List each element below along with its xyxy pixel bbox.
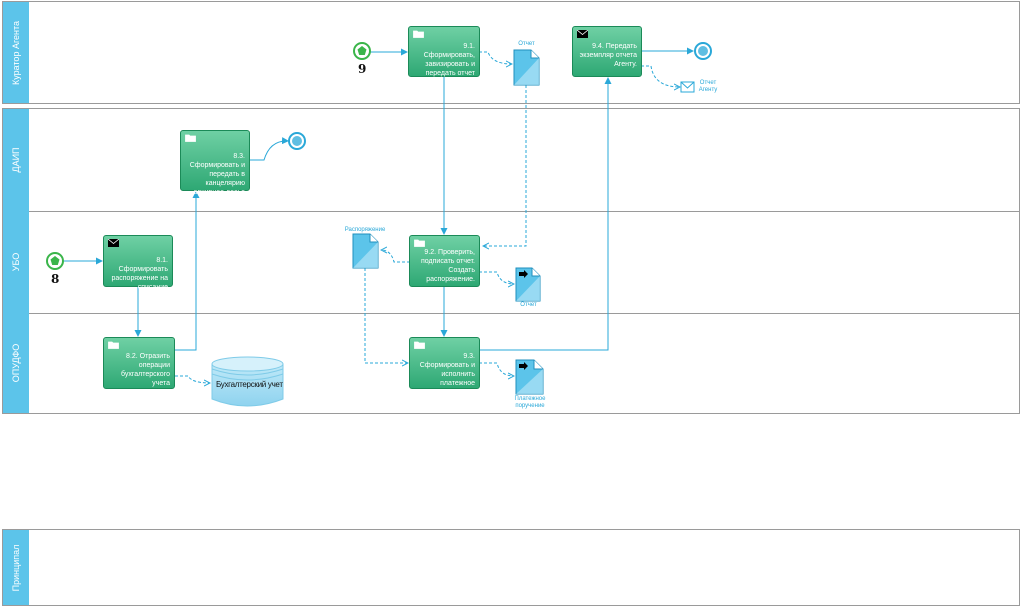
- assoc-t82-db: [175, 375, 210, 383]
- folder-icon: [414, 341, 425, 349]
- lane-header: Принципал: [3, 530, 29, 605]
- start-event-9-number: 9: [358, 62, 367, 76]
- envelope-icon: [577, 30, 588, 38]
- assoc-raspor-t93: [364, 268, 408, 363]
- document-rasporyazhenie-label: Распоряжение: [344, 227, 386, 233]
- envelope-otchet-agentu-label: Отчет Агенту: [698, 80, 718, 93]
- start-event-8[interactable]: [46, 252, 64, 270]
- end-event-kurator[interactable]: [694, 42, 712, 60]
- document-otchet-top-icon: [513, 49, 540, 86]
- task-9-1[interactable]: 9.1. Сформировать, завизировать и переда…: [408, 26, 480, 77]
- task-label: 9.2. Проверить, подписать отчет. Создать…: [421, 249, 475, 283]
- lane-kurator-agenta: Куратор Агента: [2, 1, 1020, 104]
- task-8-2[interactable]: 8.2. Отразить операции бухгалтерского уч…: [103, 337, 175, 389]
- flow-t83-to-end: [250, 137, 289, 161]
- lane-label: ДАИП: [11, 147, 21, 173]
- assoc-t94-msg: [641, 65, 680, 87]
- document-otchet-output-label: Отчет: [520, 302, 537, 308]
- lane-header: Куратор Агента: [3, 2, 29, 103]
- lane-label: Куратор Агента: [11, 20, 21, 85]
- envelope-icon: [108, 239, 119, 247]
- assoc-otchet-t92: [483, 85, 527, 246]
- task-9-4[interactable]: 9.4. Передать экземпляр отчета Агенту.: [572, 26, 642, 77]
- lane-label: ОПУДФО: [11, 343, 21, 383]
- task-8-3[interactable]: 8.3. Сформировать и передать в канцеляри…: [180, 130, 250, 196]
- lane-divider: [29, 211, 1019, 212]
- document-otchet-top-label: Отчет: [518, 41, 535, 47]
- folder-icon: [413, 30, 424, 38]
- lane-divider: [29, 313, 1019, 314]
- folder-icon: [185, 134, 196, 142]
- document-otchet-output-icon: [515, 267, 541, 302]
- end-event-daip[interactable]: [288, 132, 306, 150]
- task-8-1[interactable]: 8.1. Сформировать распоряжение на списан…: [103, 235, 173, 300]
- task-label: 8.3. Сформировать и передать в канцеляри…: [189, 153, 245, 196]
- task-label: 8.2. Отразить операции бухгалтерского уч…: [121, 353, 170, 387]
- start-event-9[interactable]: [353, 42, 371, 60]
- task-label: 9.4. Передать экземпляр отчета Агенту.: [579, 43, 637, 68]
- task-9-3[interactable]: 9.3. Сформировать и исполнить платежное …: [409, 337, 480, 396]
- start-event-8-number: 8: [51, 272, 60, 286]
- folder-icon: [108, 341, 119, 349]
- datastore-buhuchet-icon: [211, 356, 284, 407]
- datastore-buhuchet-label: Бухгалтерский учет: [216, 380, 283, 389]
- assoc-t92-raspor: [381, 250, 410, 263]
- task-label: 8.1. Сформировать распоряжение на списан…: [111, 257, 168, 300]
- lane-header: ОПУДФО: [3, 313, 29, 413]
- document-platezhnoe-label: Платежное поручение: [514, 396, 546, 409]
- document-platezhnoe-icon: [515, 359, 544, 395]
- lane-principal: Принципал: [2, 529, 1020, 606]
- document-rasporyazhenie-icon: [352, 233, 379, 269]
- task-9-2[interactable]: 9.2. Проверить, подписать отчет. Создать…: [409, 235, 480, 287]
- task-label: 9.3. Сформировать и исполнить платежное …: [419, 353, 475, 396]
- lane-label: Принципал: [11, 544, 21, 591]
- assoc-t92-otchet: [479, 271, 514, 284]
- flow-t93-to-t94: [479, 77, 612, 351]
- lane-header: ДАИП: [3, 109, 29, 212]
- lane-header: УБО: [3, 211, 29, 314]
- lane-label: УБО: [11, 252, 21, 272]
- flow-t82-to-t83: [175, 191, 200, 351]
- task-label: 9.1. Сформировать, завизировать и переда…: [423, 43, 475, 77]
- envelope-otchet-agentu-icon: [680, 81, 695, 93]
- folder-icon: [414, 239, 425, 247]
